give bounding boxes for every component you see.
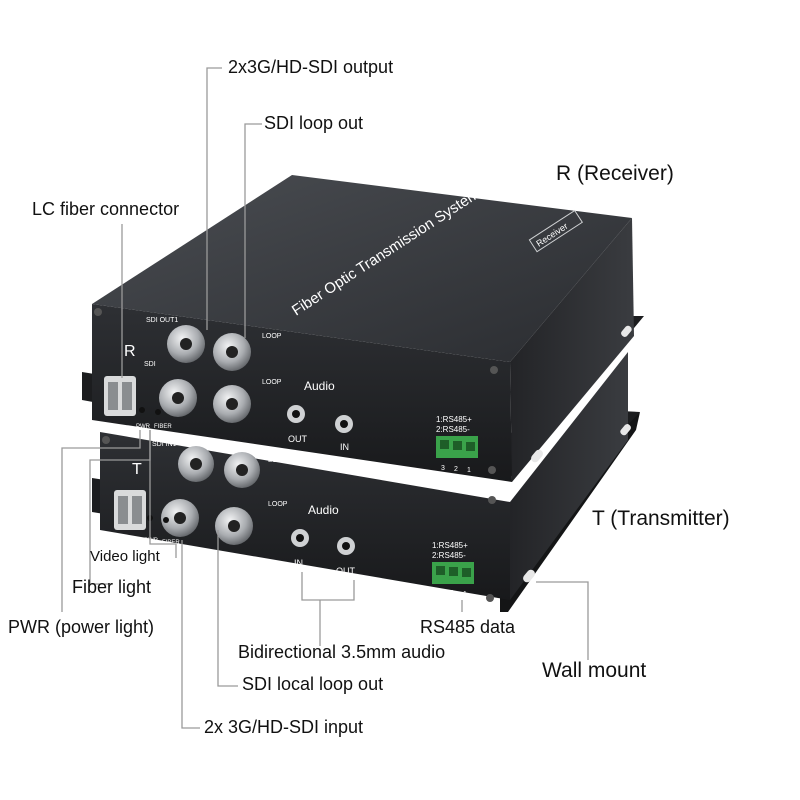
terminal-num: 2 <box>454 466 458 473</box>
rs485-terminal-block <box>436 436 478 458</box>
loop-label: LOOP <box>268 501 288 508</box>
callout-video-light: Video light <box>90 548 160 565</box>
fiber-label: FIBER <box>154 424 172 430</box>
audio-in-label: IN <box>294 558 303 568</box>
terminal-num: 1 <box>467 467 471 474</box>
receiver-letter: R <box>124 343 136 360</box>
terminal-num: 3 <box>437 589 441 596</box>
callout-output: 2x3G/HD-SDI output <box>228 57 394 77</box>
terminal-num: 1 <box>463 591 467 598</box>
screw <box>486 594 494 602</box>
leader-output <box>206 67 222 330</box>
leader-fiber-light <box>89 430 151 585</box>
transmitter-side-face <box>510 352 628 600</box>
screw <box>94 308 102 316</box>
callout-lc-fiber: LC fiber connector <box>32 199 180 219</box>
fiber-led <box>155 409 161 415</box>
pwr-label: PWR <box>136 424 151 430</box>
callout-audio: Bidirectional 3.5mm audio <box>238 642 446 662</box>
screw <box>102 436 110 444</box>
audio-out-label: OUT <box>288 434 308 444</box>
callout-rs485: RS485 data <box>420 617 516 637</box>
callout-local-loop: SDI local loop out <box>242 674 384 694</box>
rs485-terminal-block <box>432 562 474 584</box>
audio-out-label: OUT <box>336 566 356 576</box>
wall-mount-slot <box>620 424 631 436</box>
pwr-led <box>139 407 145 413</box>
callout-fiber-light: Fiber light <box>72 577 152 597</box>
rs485-line2: 2:RS485- <box>432 551 466 560</box>
leader-local-loop <box>217 530 238 687</box>
leader-input <box>181 540 200 729</box>
receiver-unit: Fiber Optic Transmission System Receiver… <box>82 175 644 482</box>
audio-jack-in <box>291 529 309 547</box>
rs485-line1: 1:RS485+ <box>436 415 472 424</box>
fiber-led <box>163 517 169 523</box>
lc-fiber-connector <box>104 376 136 416</box>
loop-label: LOOP <box>268 457 288 464</box>
audio-title: Audio <box>304 379 335 393</box>
leader-loop-out <box>244 123 262 338</box>
screw <box>488 466 496 474</box>
callout-pwr: PWR (power light) <box>8 617 155 637</box>
audio-jack-out <box>337 537 355 555</box>
wall-mount-slot <box>621 325 632 337</box>
audio-title: Audio <box>308 503 339 517</box>
bnc-connector <box>213 333 251 371</box>
leader-lines <box>61 67 589 729</box>
leader-audio <box>301 572 355 601</box>
loop-label: LOOP <box>262 333 282 340</box>
audio-jack-in <box>335 415 353 433</box>
receiver-top-face <box>92 175 632 362</box>
bnc-connector <box>167 325 205 363</box>
lc-fiber-connector <box>114 490 146 530</box>
audio-in-label: IN <box>340 442 349 452</box>
bnc-connector <box>159 379 197 417</box>
callout-input: 2x 3G/HD-SDI input <box>204 717 364 737</box>
bnc-connector <box>215 507 253 545</box>
leader-pwr <box>61 430 141 612</box>
callout-receiver: R (Receiver) <box>556 162 674 185</box>
leader-wall-mount <box>536 581 589 660</box>
leader-video-light <box>149 430 177 558</box>
transmitter-unit: T SDI IN1 LOOP LOOP PWR FIBER Audio <box>92 352 640 612</box>
audio-jack-out <box>287 405 305 423</box>
screw <box>490 366 498 374</box>
callout-wall-mount: Wall mount <box>542 659 647 682</box>
bnc-connector <box>178 446 214 482</box>
callout-loop-out: SDI loop out <box>264 113 364 133</box>
terminal-num: 2 <box>450 590 454 597</box>
bnc-connector <box>213 385 251 423</box>
bnc-connector <box>224 452 260 488</box>
sdi-out1-label: SDI OUT1 <box>146 317 178 324</box>
rs485-line1: 1:RS485+ <box>432 541 468 550</box>
wall-mount-slot <box>531 449 543 463</box>
sdi-in1-label: SDI IN1 <box>152 441 177 448</box>
loop-label: LOOP <box>262 379 282 386</box>
terminal-num: 3 <box>441 465 445 472</box>
wall-mount-slot <box>523 569 535 583</box>
screw <box>488 496 496 504</box>
receiver-side-face <box>510 218 634 482</box>
rs485-line2: 2:RS485- <box>436 425 470 434</box>
fiber-label: FIBER <box>162 540 180 546</box>
bnc-connector <box>161 499 199 537</box>
pwr-label: PWR <box>144 538 159 544</box>
callout-transmitter: T (Transmitter) <box>592 507 730 530</box>
sdi-out2-label: SDI <box>144 361 156 368</box>
transmitter-letter: T <box>132 461 142 478</box>
